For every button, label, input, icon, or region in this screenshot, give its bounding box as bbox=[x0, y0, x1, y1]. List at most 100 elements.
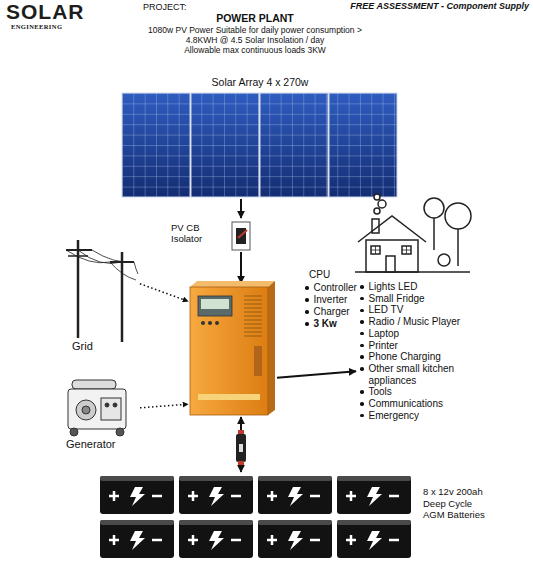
brand-name: SOLAR bbox=[6, 0, 85, 24]
generator-icon bbox=[68, 380, 126, 436]
inverter: CPUControllerInverterCharger3 Kw bbox=[190, 285, 275, 415]
solar-array: Solar Array 4 x 270w bbox=[122, 76, 398, 197]
banner-text: FREE ASSESSMENT - Component Supply bbox=[350, 1, 529, 12]
bullet-item: Laptop bbox=[358, 328, 480, 340]
battery-bank-label: 8 x 12v 200ah Deep Cycle AGM Batteries bbox=[423, 486, 493, 521]
list-item: Tools bbox=[369, 386, 477, 398]
list-item: Other small kitchen appliances bbox=[369, 363, 477, 386]
isolator-switch bbox=[232, 222, 250, 250]
solar-array-label: Solar Array 4 x 270w bbox=[122, 76, 398, 89]
inverter-unit bbox=[190, 287, 268, 415]
pv-isolator-text-wrap: PV CB Isolator bbox=[171, 222, 217, 244]
generator-icon bbox=[72, 380, 116, 389]
grid-poles bbox=[77, 240, 80, 338]
bullet-dot bbox=[360, 297, 364, 301]
solar-panels bbox=[260, 93, 328, 197]
list-item: Communications bbox=[369, 398, 477, 410]
bullet-dot bbox=[360, 309, 364, 313]
load-list: Lights LEDSmall FridgeLED TVRadio / Musi… bbox=[358, 281, 480, 421]
house-icon bbox=[445, 203, 471, 229]
solar-panels bbox=[329, 93, 397, 197]
brand-name-wrap: SOLAR bbox=[6, 0, 85, 24]
isolator-switch bbox=[236, 228, 246, 244]
battery-fuse bbox=[236, 434, 246, 462]
inverter-text-wrap: Charger bbox=[303, 306, 378, 318]
bullet-item: LED TV bbox=[358, 304, 480, 316]
banner-text-wrap: FREE ASSESSMENT - Component Supply bbox=[350, 1, 529, 12]
house-icon bbox=[366, 240, 418, 272]
inverter-unit bbox=[244, 296, 262, 336]
battery-fuse bbox=[238, 430, 244, 435]
solar-array-text-wrap: Solar Array 4 x 270w bbox=[122, 76, 398, 89]
inverter-unit bbox=[198, 296, 232, 316]
bullet-item: Lights LED bbox=[358, 281, 480, 293]
list-item: LED TV bbox=[369, 304, 477, 316]
project-label-wrap: PROJECT: bbox=[143, 2, 187, 13]
bullet-dot bbox=[360, 344, 364, 348]
solar-panels bbox=[329, 93, 397, 197]
inverter-unit bbox=[215, 321, 219, 325]
grid-poles bbox=[110, 261, 134, 263]
bullet-item: Radio / Music Player bbox=[358, 316, 480, 328]
bullet-dot bbox=[360, 367, 364, 371]
solar-panels bbox=[191, 93, 259, 197]
grid-poles bbox=[66, 250, 138, 280]
list-item: Emergency bbox=[369, 410, 477, 422]
spec-text: Allowable max continuous loads 3KW bbox=[140, 45, 370, 55]
bullet-dot bbox=[360, 332, 364, 336]
list-item: Inverter bbox=[314, 294, 348, 306]
solar-panels bbox=[122, 93, 190, 197]
bullet-item: Phone Charging bbox=[358, 351, 480, 363]
bullet-item: Printer bbox=[358, 340, 480, 352]
house-icon bbox=[374, 208, 380, 214]
bullet-dot bbox=[360, 285, 364, 289]
pv-isolator: PV CB Isolator bbox=[231, 220, 251, 250]
bullet-dot bbox=[360, 402, 364, 406]
generator-icon bbox=[113, 403, 117, 407]
list-item: Laptop bbox=[369, 328, 477, 340]
inverter-text-wrap: Controller bbox=[303, 282, 378, 294]
bullet-dot bbox=[305, 310, 309, 314]
inverter-unit bbox=[198, 394, 260, 400]
inverter-unit bbox=[254, 346, 262, 376]
inverter-unit bbox=[208, 321, 212, 325]
bullet-dot bbox=[305, 322, 309, 326]
bullet-dot bbox=[360, 390, 364, 394]
generator-icon bbox=[116, 428, 124, 436]
battery-icons bbox=[100, 476, 174, 514]
inverter-unit bbox=[201, 299, 229, 309]
bullet-item: Communications bbox=[358, 398, 480, 410]
grid-poles bbox=[68, 255, 88, 257]
inverter-unit bbox=[190, 281, 275, 287]
inverter-text-wrap: CPU bbox=[309, 269, 349, 281]
bullet-dot bbox=[305, 298, 309, 302]
battery-bank: 8 x 12v 200ah Deep Cycle AGM Batteries bbox=[98, 474, 498, 562]
inverter-unit bbox=[190, 281, 275, 415]
list-item: Charger bbox=[314, 306, 350, 318]
house-icon bbox=[355, 271, 470, 273]
battery-bank-text-wrap: 8 x 12v 200ah Deep Cycle AGM Batteries bbox=[423, 486, 493, 521]
grid-poles bbox=[66, 249, 92, 251]
brand-subtitle: ENGINEERING bbox=[11, 23, 62, 31]
inverter-unit bbox=[201, 321, 205, 325]
battery-icons bbox=[337, 476, 411, 514]
list-item: Phone Charging bbox=[369, 351, 477, 363]
arrow-connector bbox=[240, 252, 242, 283]
house-icon bbox=[371, 246, 411, 254]
isolator-switch bbox=[238, 230, 247, 238]
solar-panels bbox=[191, 93, 259, 197]
bullet-item: Other small kitchen appliances bbox=[358, 363, 480, 386]
battery-icons bbox=[258, 476, 332, 514]
bullet-dot bbox=[360, 320, 364, 324]
house-icon bbox=[424, 198, 444, 218]
arrow-connector bbox=[240, 199, 242, 218]
generator-icon bbox=[101, 398, 121, 420]
house-icon bbox=[358, 216, 426, 242]
list-item: Printer bbox=[369, 340, 477, 352]
house-icon bbox=[438, 254, 450, 266]
battery-icons bbox=[258, 520, 332, 558]
bullet-item: Inverter bbox=[303, 294, 378, 306]
bullet-dot bbox=[360, 355, 364, 359]
inverter-text-wrap: 3 Kw bbox=[303, 318, 378, 330]
list-item: Controller bbox=[314, 282, 357, 294]
